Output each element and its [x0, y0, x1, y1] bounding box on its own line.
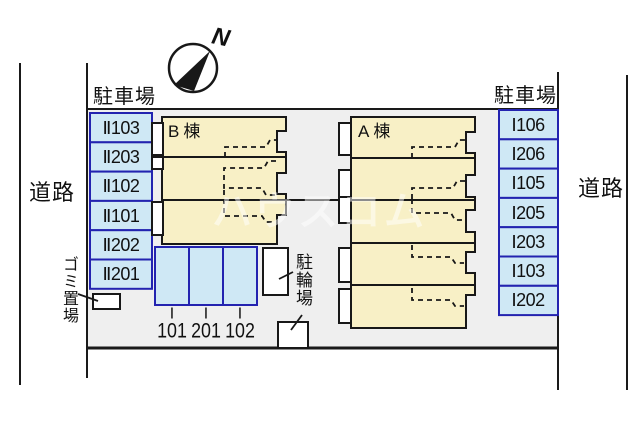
dashed-floor-line	[411, 139, 465, 158]
building-b-label: B棟	[168, 122, 205, 141]
building-a-outline	[350, 116, 476, 329]
stall-label: Ⅰ103	[511, 261, 545, 281]
stall-label: Ⅰ106	[511, 115, 545, 135]
dashed-floor-line	[223, 190, 274, 223]
parking-stall-box	[498, 167, 559, 199]
watermark: ハウスコム	[212, 190, 427, 234]
stall-label: Ⅰ202	[511, 290, 545, 310]
compass	[167, 42, 219, 94]
parking-stall-box	[498, 284, 559, 317]
parking-column-left	[89, 112, 153, 290]
stall-label: Ⅱ101	[102, 206, 140, 226]
stall-number: 102	[225, 319, 255, 343]
stall-label: Ⅰ105	[511, 173, 545, 193]
parking-stall-box	[498, 138, 559, 170]
stall-label: Ⅱ202	[102, 235, 140, 255]
dashed-floor-line	[223, 160, 276, 196]
entrance-porches	[151, 122, 352, 324]
leader-lines	[77, 271, 303, 331]
road-label-right: 道路	[578, 176, 625, 201]
parking-stall-box	[498, 255, 559, 287]
building-a-label: A棟	[358, 122, 395, 141]
garbage-area-label: ゴミ置場	[60, 256, 77, 324]
porch-rect	[151, 156, 164, 170]
stall-tick: Ⅰ	[237, 305, 243, 323]
stall-label: Ⅱ201	[102, 264, 140, 284]
unit-divider-lines	[162, 156, 475, 286]
stall-label: Ⅱ102	[102, 176, 140, 196]
stall-tick: Ⅰ	[169, 305, 175, 323]
stall-number: 201	[191, 319, 221, 343]
bicycle-leader-line	[278, 271, 294, 280]
porch-rect	[338, 196, 352, 224]
porch-rect	[338, 288, 352, 324]
building-b-outline	[161, 116, 287, 245]
stall-label: Ⅱ203	[102, 147, 140, 167]
stall-label: Ⅰ203	[511, 232, 545, 252]
bicycle-parking-box-upper	[262, 247, 289, 296]
dashed-floor-line	[411, 199, 464, 221]
parking-row-box	[154, 246, 258, 306]
stall-label: Ⅱ103	[102, 118, 140, 138]
porch-rect	[338, 247, 352, 283]
compass-needle-icon	[174, 51, 210, 91]
stall-number: 101	[157, 319, 187, 343]
stall-tick: Ⅰ	[203, 305, 209, 323]
porch-rect	[151, 201, 164, 236]
parking-row-bottom	[154, 246, 258, 306]
bicycle-parking-label: 駐輪場	[293, 253, 312, 307]
stall-label: Ⅰ205	[511, 203, 545, 223]
porch-rect	[338, 122, 352, 156]
parking-header-right: 駐車場	[494, 85, 557, 107]
parking-header-left: 駐車場	[93, 86, 156, 108]
parking-stall-box	[498, 226, 559, 258]
garbage-leader-line	[77, 293, 99, 302]
stall-label: Ⅰ206	[511, 144, 545, 164]
garbage-box	[92, 293, 121, 310]
parking-stall-box	[89, 258, 153, 290]
bicycle-leader-line	[290, 314, 303, 331]
porch-rect	[151, 122, 164, 156]
upper-floor-dashed-lines	[223, 139, 465, 307]
parking-column-right	[498, 109, 559, 317]
road-label-left: 道路	[29, 180, 76, 205]
